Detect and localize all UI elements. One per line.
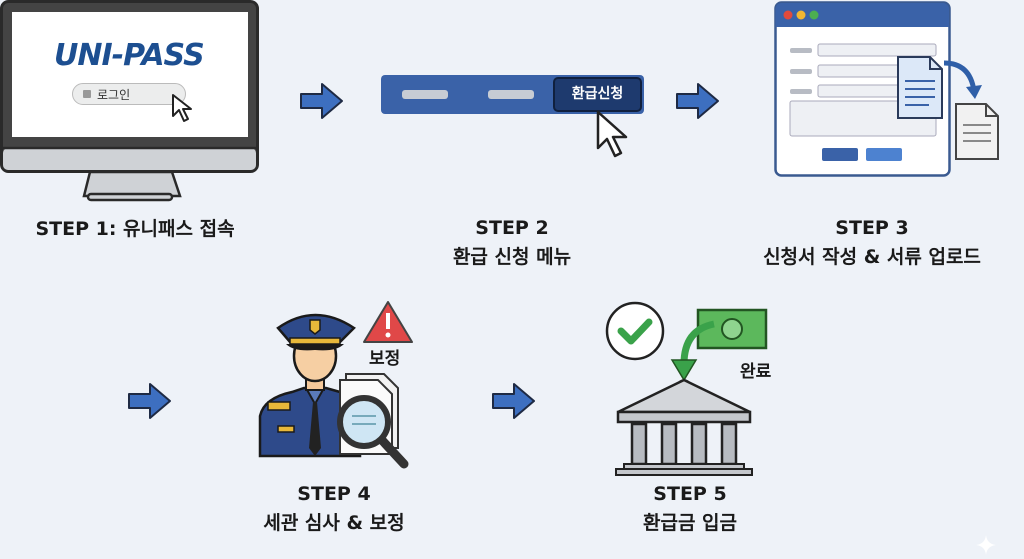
menu-item-placeholder[interactable] [488,90,534,99]
step5-title: STEP 5 [653,483,727,505]
step4-title: STEP 4 [297,483,371,505]
customs-officer-illustration [258,301,413,469]
document-icon [955,103,999,160]
monitor-icon [0,0,259,202]
sparkle-icon [976,535,996,555]
warning-icon [363,301,413,343]
step2-title: STEP 2 [475,217,549,239]
step5-subtitle: 환급금 입금 [642,512,737,534]
step2-label: STEP 2 환급 신청 메뉴 [352,214,672,272]
arrow-right-icon [492,383,535,419]
step1-label: STEP 1: 유니패스 접속 [0,215,295,244]
login-button[interactable]: 로그인 [72,83,186,105]
check-circle-icon [605,301,665,361]
document-icon [897,56,943,119]
step3-label: STEP 3 신청서 작성 & 서류 업로드 [712,214,1024,272]
step3-title: STEP 3 [835,217,909,239]
cursor-icon [596,110,628,158]
correction-label: 보정 [369,349,401,369]
refund-apply-menu-button[interactable]: 환급신청 [553,77,642,112]
cursor-icon [172,94,192,122]
step5-label: STEP 5 환급금 입금 [530,480,850,538]
refund-apply-label: 환급신청 [571,86,624,102]
menu-item-placeholder[interactable] [402,90,448,99]
step1-title: STEP 1: 유니패스 접속 [35,218,235,240]
step4-subtitle: 세관 심사 & 보정 [263,512,405,534]
step2-menu-bar: 환급신청 [381,75,644,114]
bank-deposit-illustration [605,301,768,476]
arrow-right-icon [676,83,719,119]
complete-label: 완료 [740,362,772,382]
magnifier-icon [337,395,409,469]
lock-icon [83,90,91,98]
step1-monitor-illustration: UNI-PASS 로그인 [0,0,260,202]
step3-browser-form-illustration [774,1,999,177]
step2-subtitle: 환급 신청 메뉴 [452,246,572,268]
login-label: 로그인 [97,88,131,102]
arrow-right-icon [300,83,343,119]
uni-pass-logo: UNI-PASS [54,38,205,73]
money-bill-icon [696,308,768,350]
arrow-right-icon [128,383,171,419]
step3-subtitle: 신청서 작성 & 서류 업로드 [763,246,981,268]
step4-label: STEP 4 세관 심사 & 보정 [174,480,494,538]
